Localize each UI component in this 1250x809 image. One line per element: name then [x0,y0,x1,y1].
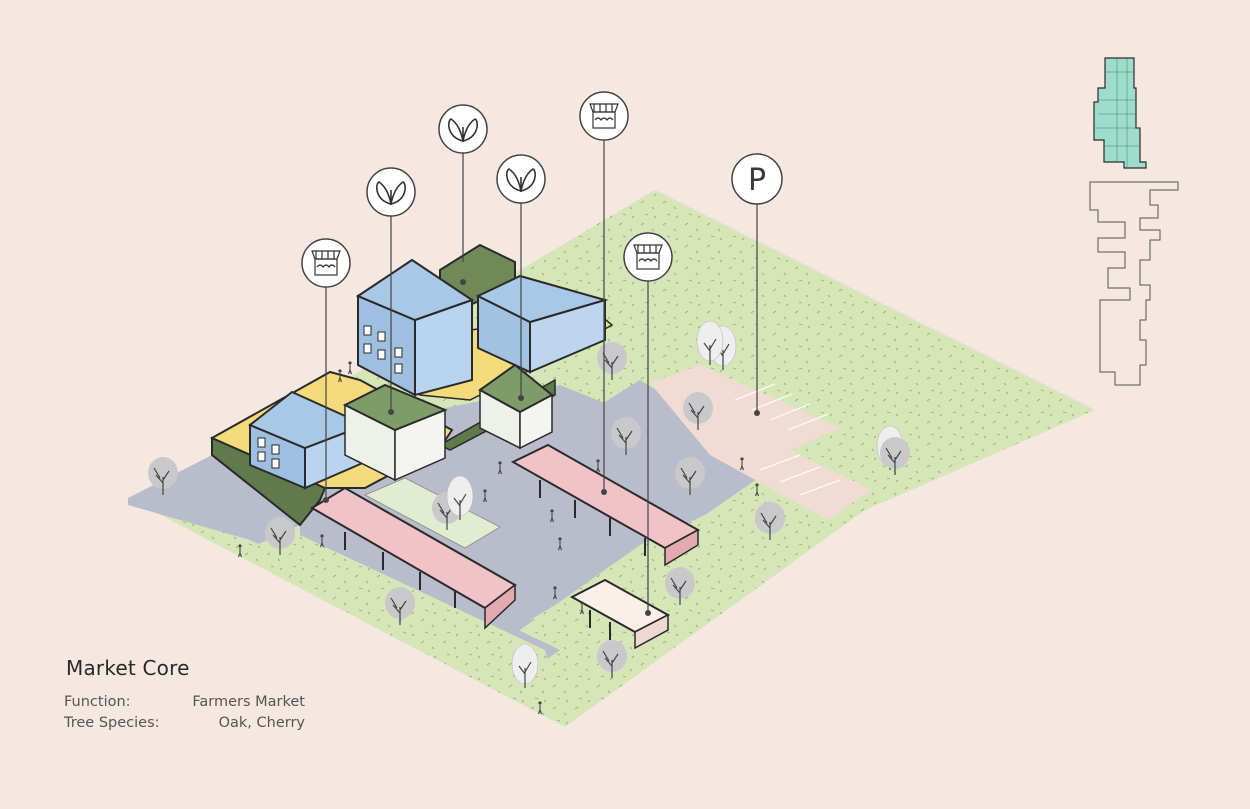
map-markers [325,139,758,613]
grass-strip [250,525,565,727]
leaf-icon [506,168,536,193]
key-map-highlight [1093,57,1147,169]
key-map-grid [1094,58,1140,168]
building-cluster [209,243,614,527]
legend-row-tree-species: Tree Species: Oak, Cherry [64,715,324,736]
garden-pad [364,477,501,549]
legend-title: Market Core [66,656,190,680]
leaf-icon [448,118,478,143]
legend-value: Oak, Cherry [218,715,305,731]
legend-label: Function: [64,694,131,710]
canopy-small [569,578,671,650]
legend: Market Core Function: Farmers Market Tre… [64,656,324,736]
legend-label: Tree Species: [64,715,160,731]
marker-leaf-1 [366,167,416,217]
market-stall-icon [589,103,619,129]
marker-leaf-2 [438,104,488,154]
legend-row-function: Function: Farmers Market [64,694,324,715]
parking-stripes [734,383,841,496]
blue-house-right-roof [475,274,609,324]
market-stall-icon [311,250,341,276]
marker-market-stall-2 [579,91,629,141]
canopy-long-right [510,443,701,567]
parking-icon: P [748,163,766,198]
greenhouse-right-roof [478,363,554,414]
canopy-long-left [310,486,517,630]
blue-house-center-roof [355,258,475,322]
leaf-icon [376,181,406,206]
greenhouse-left-roof [342,383,448,432]
marker-dots [323,279,760,616]
market-canopies [310,443,701,650]
key-map [1089,57,1179,386]
legend-value: Farmers Market [192,694,305,710]
marker-market-stall-1 [301,238,351,288]
windows [257,325,403,469]
marker-market-stall-3 [623,232,673,282]
marker-parking: P [731,153,783,205]
key-map-outline [1089,181,1179,386]
marker-leaf-3 [496,154,546,204]
market-stall-icon [633,244,663,270]
